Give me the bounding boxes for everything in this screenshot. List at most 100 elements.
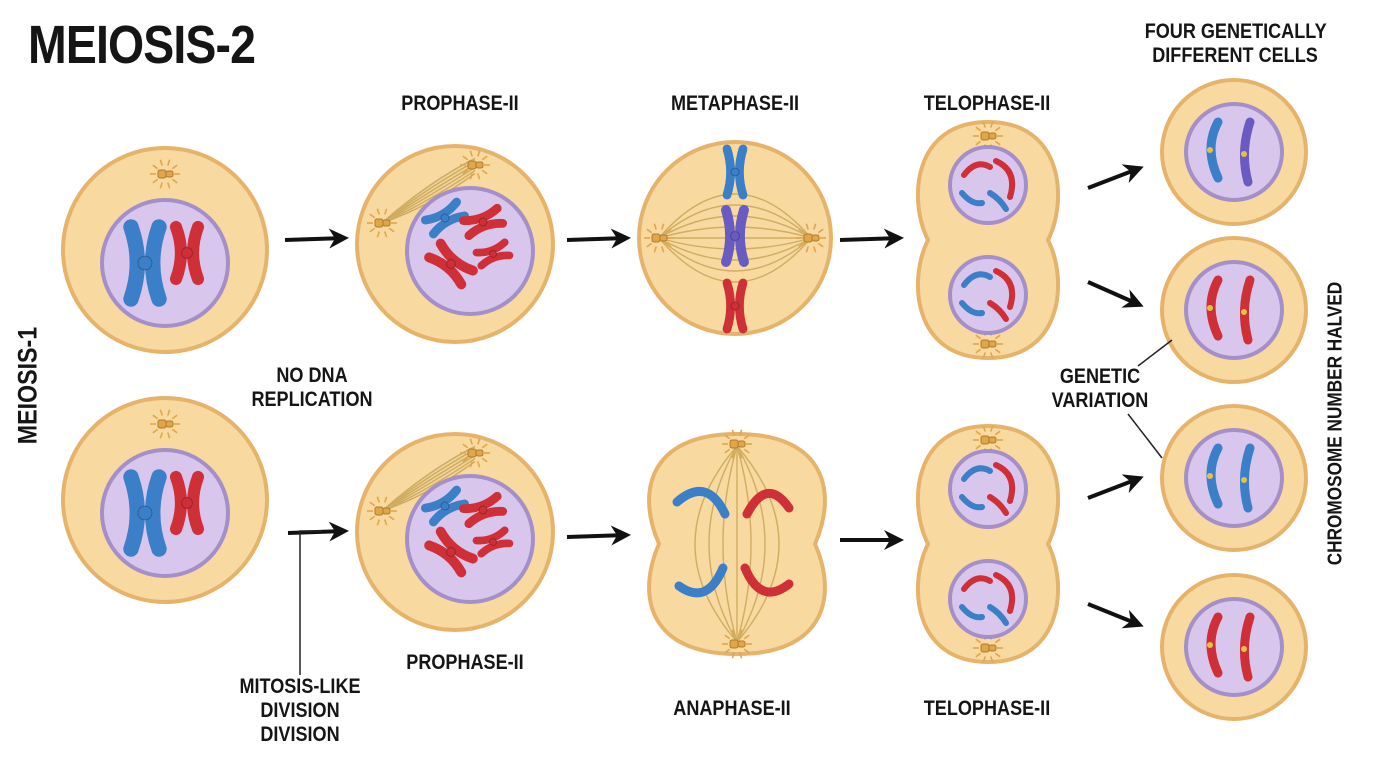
- chromatid: [429, 211, 469, 239]
- centriole: [467, 160, 477, 170]
- centromere: [1241, 309, 1247, 315]
- spindle-fiber: [658, 237, 812, 261]
- centrosome-ray: [798, 242, 805, 248]
- stage-label-bottom-telophase: TELOPHASE-II: [923, 697, 1051, 720]
- centromere: [181, 247, 193, 259]
- centriole: [165, 170, 174, 178]
- spindle-fiber: [708, 445, 738, 643]
- centrosome-ray: [731, 429, 735, 436]
- chromatid: [721, 205, 735, 267]
- spindle-fiber: [736, 445, 780, 643]
- centromere: [1241, 477, 1247, 483]
- chromatid: [472, 238, 509, 257]
- centrosome-ray: [975, 430, 982, 436]
- centrosome-ray: [469, 150, 473, 157]
- centrosome-ray: [990, 425, 994, 432]
- centrosome: [460, 150, 490, 180]
- centrosome-ray: [167, 182, 171, 189]
- centrosome-ray: [388, 501, 395, 507]
- centrosome-ray: [994, 348, 1001, 354]
- chromosome: [993, 268, 1016, 310]
- spindle-fiber: [658, 193, 812, 239]
- chromatid: [735, 278, 748, 334]
- x-chromosome: [421, 197, 469, 239]
- centrosome-ray: [975, 334, 982, 340]
- centrosome-ray: [653, 223, 657, 230]
- centrosome-ray: [743, 434, 750, 440]
- centrosome-ray: [159, 182, 163, 189]
- nucleus: [405, 474, 535, 604]
- centrosome-ray: [388, 213, 395, 219]
- centrosome-ray: [469, 461, 473, 468]
- result-heading: FOUR GENETICALLY DIFFERENT CELLS: [1145, 20, 1327, 68]
- centromere: [440, 501, 450, 511]
- centrosome-ray: [469, 438, 473, 445]
- nucleus: [1184, 597, 1284, 697]
- nucleus: [1184, 428, 1284, 528]
- centromere: [478, 217, 488, 227]
- chromatid: [123, 469, 145, 557]
- telophase-cell-bottom: [916, 423, 1060, 665]
- centriole: [651, 233, 661, 243]
- centrosome-ray: [990, 352, 994, 359]
- centriole: [374, 218, 384, 228]
- spindle-fiber: [381, 169, 476, 224]
- centrosome-ray: [462, 155, 469, 161]
- centrosome-ray: [171, 414, 178, 420]
- centromere: [1207, 305, 1213, 311]
- centriole: [157, 169, 167, 179]
- centrosome-ray: [646, 242, 653, 248]
- x-chromosome: [123, 219, 167, 307]
- x-chromosome: [421, 485, 469, 527]
- chromatid: [429, 499, 469, 527]
- arrow: [839, 228, 904, 249]
- centriole: [988, 644, 997, 652]
- centrosome-ray: [743, 634, 750, 640]
- centrosome-ray: [159, 432, 163, 439]
- chromatid: [472, 526, 509, 545]
- stage-label-bottom-prophase: PROPHASE-II: [406, 651, 524, 674]
- centromere: [730, 231, 740, 241]
- spindle-fiber: [658, 237, 812, 250]
- centromere: [446, 259, 456, 269]
- anaphase-cell: [647, 429, 827, 659]
- spindle-fiber: [658, 237, 812, 283]
- centrosome-ray: [369, 213, 376, 219]
- centrosome-ray: [369, 227, 376, 233]
- chromatid: [735, 205, 749, 267]
- centrosome-ray: [724, 434, 731, 440]
- centrosome-ray: [817, 228, 824, 234]
- centriole: [988, 436, 997, 444]
- centromere: [1207, 473, 1213, 479]
- centriole: [737, 640, 746, 648]
- nucleus: [100, 448, 230, 578]
- note-genetic-line-2: VARIATION: [1051, 389, 1149, 413]
- chromatid: [458, 203, 502, 226]
- chromosome: [987, 300, 1009, 322]
- centromere: [489, 250, 497, 258]
- centrosome: [973, 329, 1003, 359]
- centromere: [181, 497, 193, 509]
- chromatid: [722, 144, 735, 200]
- centrosome-ray: [975, 652, 982, 658]
- chromosome: [961, 575, 993, 592]
- centrosome-ray: [665, 242, 672, 248]
- centrosome-ray: [481, 169, 488, 175]
- centrosome: [644, 223, 674, 253]
- centrosome-ray: [159, 159, 163, 166]
- chromosome: [993, 158, 1016, 200]
- centromere: [730, 167, 740, 177]
- chromosome: [959, 604, 985, 621]
- centriole: [467, 448, 477, 458]
- x-chromosome: [424, 526, 478, 578]
- chromosome: [961, 161, 993, 178]
- nucleus: [1184, 102, 1284, 202]
- stage-label-bottom-anaphase: ANAPHASE-II: [673, 697, 791, 720]
- note-mitosis-line-3: DIVISION: [260, 723, 340, 747]
- x-chromosome: [472, 526, 514, 558]
- centromere: [440, 213, 450, 223]
- centrosome-ray: [388, 515, 395, 521]
- centrosome: [367, 208, 397, 238]
- daughter-cell-2: [1160, 236, 1308, 384]
- centrosome-ray: [743, 448, 750, 454]
